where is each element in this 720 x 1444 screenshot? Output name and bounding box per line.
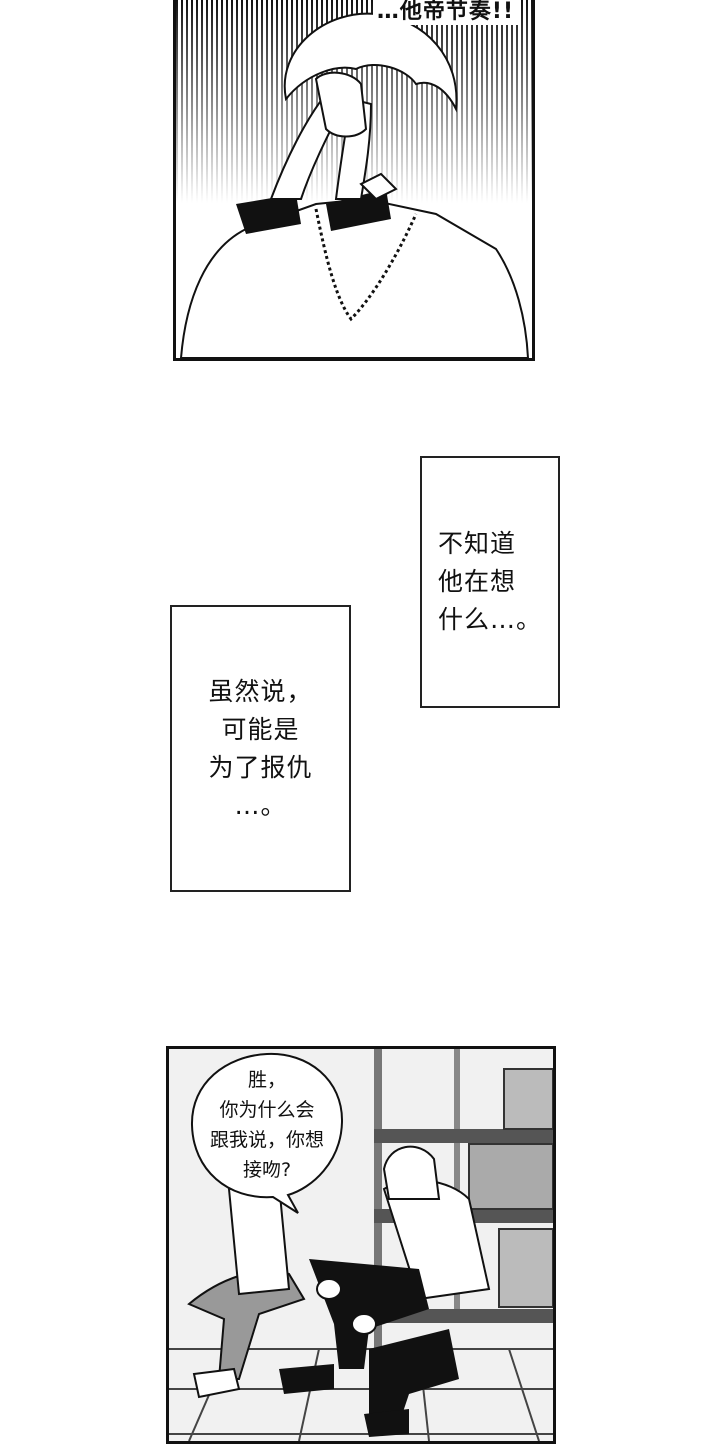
comic-panel-bottom — [166, 1046, 556, 1444]
speech-bubble: 胜， 你为什么会 跟我说，你想 接吻? — [188, 1050, 346, 1214]
comic-panel-top: …他帝节奏!! — [173, 0, 535, 361]
speech-text: 胜， 你为什么会 跟我说，你想 接吻? — [209, 1069, 324, 1181]
narration-text-1: 不知道 他在想 什么…。 — [437, 529, 542, 634]
narration-text-2: 虽然说， 可能是 为了报仇 …。 — [208, 676, 313, 820]
narration-caption-1: 不知道 他在想 什么…。 — [420, 456, 560, 708]
narration-caption-2: 虽然说， 可能是 为了报仇 …。 — [170, 605, 351, 892]
sound-effect-text: …他帝节奏!! — [372, 0, 518, 25]
man-covering-face-illustration — [176, 0, 532, 358]
two-people-sitting-by-shelves-illustration — [169, 1049, 553, 1441]
